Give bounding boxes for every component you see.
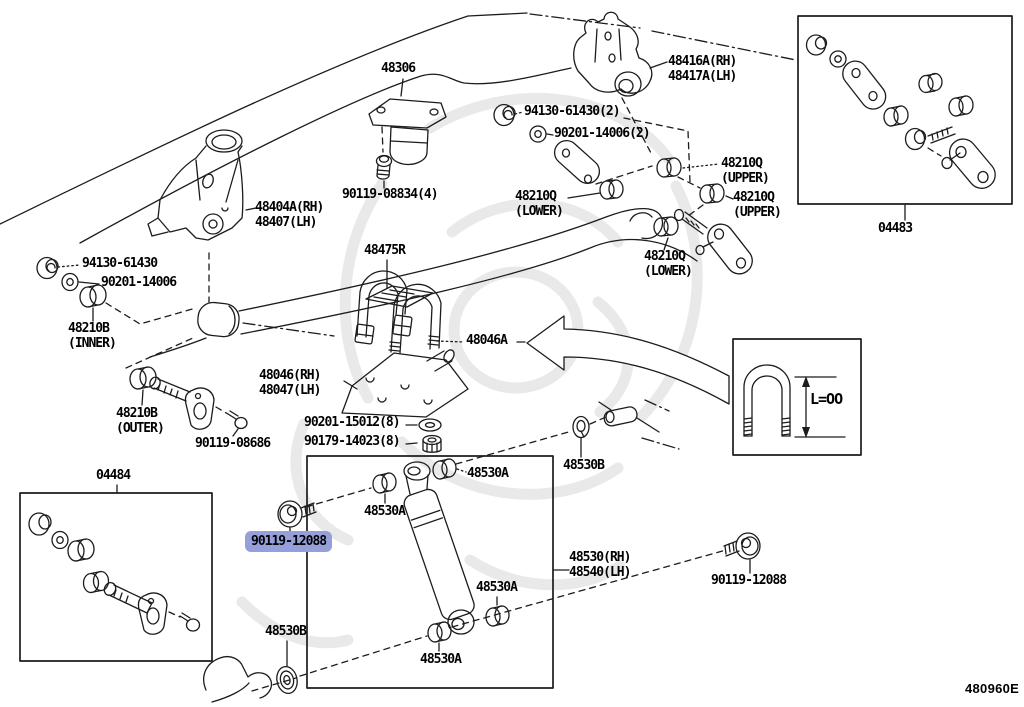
- kit-label-04484: 04484: [96, 468, 131, 483]
- shock-upper-stud: [598, 399, 680, 450]
- washer-90201-15012-icon: [405, 418, 442, 432]
- nut-90179-14023-icon: [405, 434, 442, 453]
- part-label-90119-08834: 90119-08834(4): [342, 187, 439, 202]
- shock-absorber-48530: [403, 461, 475, 635]
- hanger-pin-90119-08686-icon: [149, 376, 248, 437]
- link-48210q-icon: [553, 139, 653, 185]
- part-label-48530a-bottom: 48530A: [420, 652, 462, 667]
- part-label-48046a: 48046A: [466, 333, 508, 348]
- callout-arrow-48046a: [436, 315, 730, 405]
- part-label-94130-61430-2: 94130-61430(2): [524, 104, 621, 119]
- bolt-90119-08834-icon: [375, 154, 393, 189]
- bushing-48210q-upper-right-icon: [687, 183, 734, 217]
- kit-label-04483: 04483: [878, 221, 913, 236]
- washer-90201-left-icon: [61, 272, 100, 292]
- part-label-48210q-upper-2: 48210Q(UPPER): [733, 190, 782, 220]
- part-label-90201-15012: 90201-15012(8): [304, 415, 401, 430]
- bracket-48306: [368, 78, 447, 166]
- bushing-48530a-top-right-icon: [432, 458, 467, 480]
- bushing-48210b-outer-icon: [125, 337, 194, 406]
- assembly-dashed-lines: [251, 416, 727, 692]
- bushing-48210q-upper-left-icon: [656, 157, 720, 189]
- drawing-code: 480960E: [965, 681, 1020, 696]
- bolt-90119-12088-right-icon: [723, 532, 761, 574]
- u-bolt-48475r-icon: [354, 259, 442, 354]
- frame-lines: [0, 12, 797, 244]
- bolt-90119-12088-left-icon: [277, 500, 317, 533]
- bushing-48210b-inner-icon: [79, 284, 197, 325]
- bracket-48416a: [573, 11, 668, 156]
- part-label-48475r: 48475R: [364, 243, 406, 258]
- bushing-48530a-bottom-icon: [427, 621, 452, 652]
- part-label-90119-08686: 90119-08686: [195, 436, 271, 451]
- bushing-48530a-top-left-icon: [372, 472, 397, 504]
- bolt-94130-left-icon: [36, 256, 81, 280]
- shackle-48210q-icon: [673, 208, 753, 275]
- part-label-94130-61430: 94130-61430: [82, 256, 158, 271]
- part-label-90179-14023: 90179-14023(8): [304, 434, 401, 449]
- part-label-48046: 48046(RH)48047(LH): [259, 368, 321, 398]
- part-label-48210q-upper-1: 48210Q(UPPER): [721, 156, 770, 186]
- part-label-48210q-lower-2: 48210Q(LOWER): [644, 249, 693, 279]
- kit-box-04483: [797, 15, 1013, 221]
- part-label-48210q-lower-1: 48210Q(LOWER): [515, 189, 564, 219]
- part-label-90119-12088-highlighted[interactable]: 90119-12088: [245, 531, 333, 552]
- part-label-90201-14006-2: 90201-14006(2): [554, 126, 651, 141]
- part-label-48530a-top-right: 48530A: [467, 466, 509, 481]
- grommet-48530b-top-icon: [572, 415, 590, 458]
- washer-90201-top-icon: [529, 125, 554, 143]
- part-label-90119-12088: 90119-12088: [711, 573, 787, 588]
- part-label-48404a: 48404A(RH)48407(LH): [255, 200, 324, 230]
- part-label-48530b-top: 48530B: [563, 458, 605, 473]
- part-label-48210b-outer: 48210B(OUTER): [116, 406, 165, 436]
- bushing-48210q-lower-left-icon: [567, 179, 624, 200]
- bolt-94130-top-icon: [493, 103, 691, 183]
- ubolt-length-label: L=OO: [810, 390, 843, 408]
- ubolt-length-box: [732, 338, 862, 456]
- part-label-48306: 48306: [381, 61, 416, 76]
- part-label-48210b-inner: 48210B(INNER): [68, 321, 117, 351]
- bracket-48404a: [147, 129, 257, 241]
- shock-box: [306, 455, 570, 689]
- grommet-48530b-bottom-icon: [276, 640, 298, 695]
- part-label-48416a: 48416A(RH)48417A(LH): [668, 54, 737, 84]
- part-label-48530a-top-left: 48530A: [364, 504, 406, 519]
- part-label-48530b-bottom: 48530B: [265, 624, 307, 639]
- kit-box-04484: [19, 484, 213, 662]
- part-label-48530a-lower-right: 48530A: [476, 580, 518, 595]
- frame-cut-bottom: [203, 655, 273, 703]
- part-label-90201-14006: 90201-14006: [101, 275, 177, 290]
- part-label-48530: 48530(RH)48540(LH): [569, 550, 631, 580]
- spring-seat-48046: [341, 349, 469, 418]
